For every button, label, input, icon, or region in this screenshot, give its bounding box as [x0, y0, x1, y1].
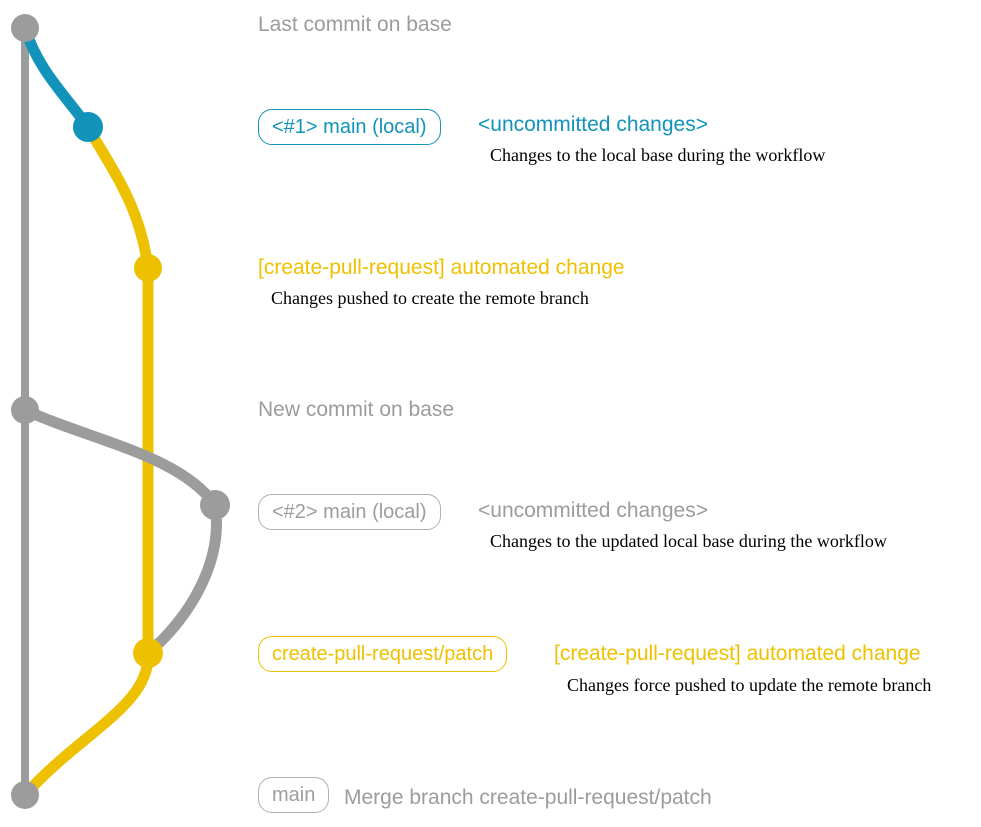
note-merge-branch: Merge branch create-pull-request/patch — [344, 786, 712, 809]
heading-automated-change-2: [create-pull-request] automated change — [554, 642, 921, 665]
heading-automated-change-1: [create-pull-request] automated change — [258, 256, 625, 279]
updated-local-main-branch-line — [19, 404, 222, 659]
note-last-commit-on-base: Last commit on base — [258, 13, 452, 36]
commit-dot-local-main-2 — [200, 490, 230, 520]
commit-dot-last-base — [11, 14, 39, 42]
branch-badge-main-local-1: <#1> main (local) — [258, 109, 441, 145]
description-local-base-changes: Changes to the local base during the wor… — [490, 145, 826, 165]
local-main-branch-line — [19, 22, 94, 133]
branch-badge-main: main — [258, 777, 330, 813]
description-push-create-remote-branch: Changes pushed to create the remote bran… — [271, 288, 589, 308]
commit-dot-patch-2 — [133, 638, 163, 668]
commit-dot-local-main-1 — [73, 112, 103, 142]
patch-branch-line — [19, 121, 154, 801]
commit-dot-merge — [11, 781, 39, 809]
commit-dot-patch-1 — [134, 254, 162, 282]
commit-dot-new-base — [11, 396, 39, 424]
branch-badge-create-pull-request-patch: create-pull-request/patch — [258, 636, 508, 672]
heading-uncommitted-changes-2: <uncommitted changes> — [478, 499, 708, 522]
branch-badge-main-local-2: <#2> main (local) — [258, 494, 441, 530]
description-force-push-remote-branch: Changes force pushed to update the remot… — [567, 675, 932, 695]
commit-graph — [11, 14, 230, 809]
heading-uncommitted-changes-1: <uncommitted changes> — [478, 113, 708, 136]
note-new-commit-on-base: New commit on base — [258, 398, 455, 421]
description-updated-local-base-changes: Changes to the updated local base during… — [490, 531, 887, 551]
